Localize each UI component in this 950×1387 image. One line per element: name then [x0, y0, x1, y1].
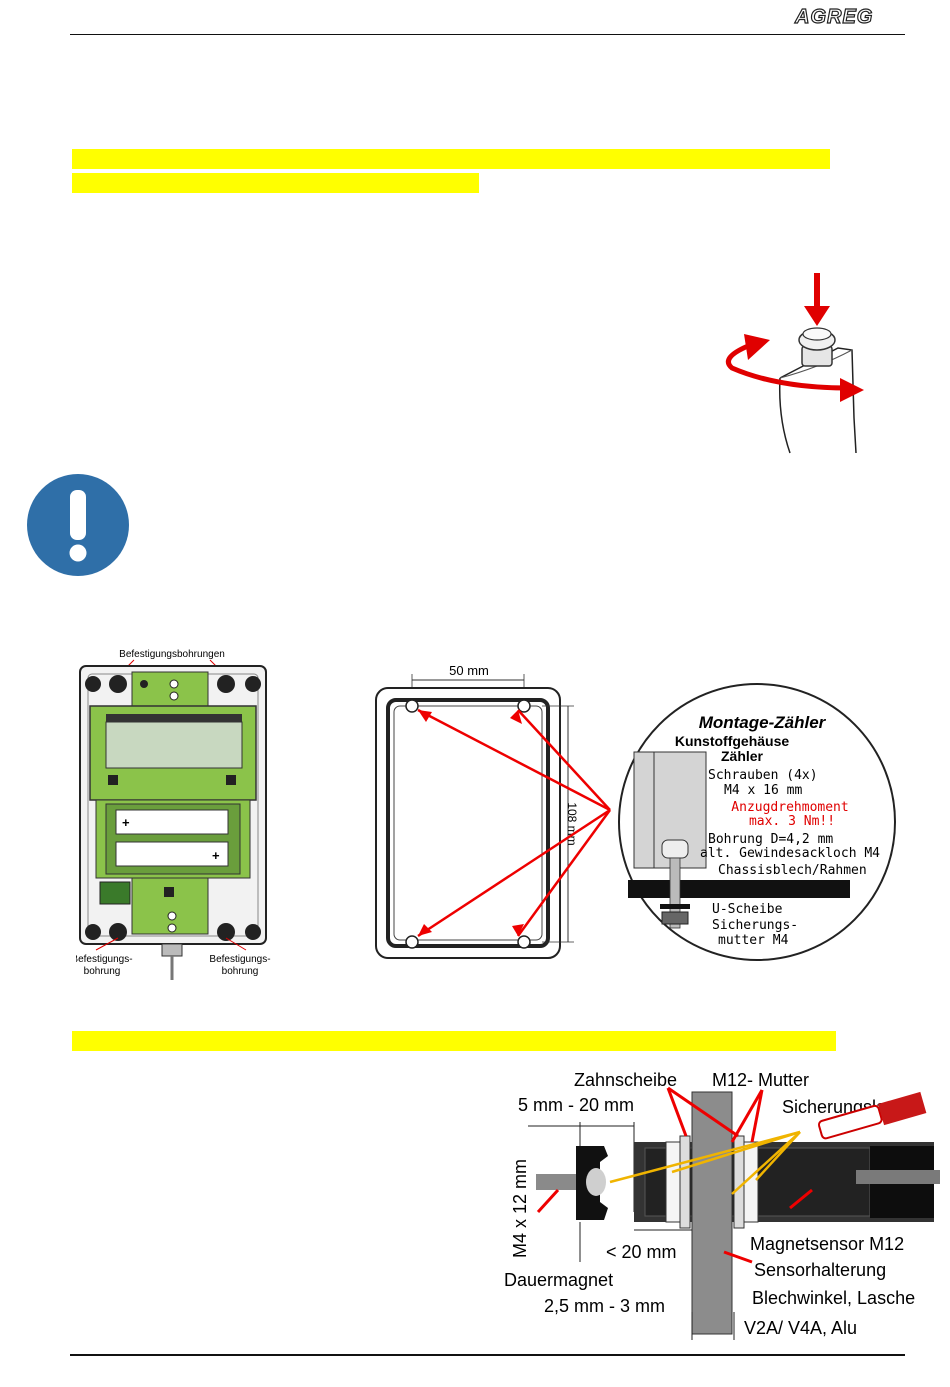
dim-width: 50 mm: [449, 663, 489, 678]
mount-screws-1: Schrauben (4x): [708, 768, 818, 783]
footer-rule: [70, 1354, 905, 1356]
screw-tighten-illustration: [726, 273, 864, 454]
sensor-material: V2A/ V4A, Alu: [744, 1318, 857, 1338]
case-mounting-diagram: 50 mm 108 mm Montage-Zähler Kunstoffgehä…: [375, 663, 896, 961]
sensor-dist: < 20 mm: [606, 1242, 677, 1262]
battery-plus-2: +: [212, 848, 220, 863]
magnet-sensor-diagram: Zahnscheibe M12- Mutter 5 mm - 20 mm Sic…: [504, 1070, 940, 1340]
label-mounting-hole-left-1: Befestigungs-: [76, 954, 133, 965]
sensor-screw: M4 x 12 mm: [510, 1159, 530, 1258]
mount-nut-1: Sicherungs-: [712, 918, 798, 933]
mount-title: Montage-Zähler: [699, 713, 827, 732]
mount-torque-1: Anzugdrehmoment: [731, 800, 848, 815]
highlight-bar-2: [72, 173, 479, 193]
label-mounting-hole-right-1: Befestigungs-: [209, 954, 270, 965]
mount-bore-1: Bohrung D=4,2 mm: [708, 832, 833, 847]
mount-screws-2: M4 x 16 mm: [724, 783, 802, 798]
pcb-mounting-diagram: Befestigungsbohrungen + + Befestigungs- …: [76, 649, 271, 980]
highlight-bar-1: [72, 149, 830, 169]
mount-bore-2: alt. Gewindesackloch M4: [700, 846, 880, 861]
sensor-thickness: 2,5 mm - 3 mm: [544, 1296, 665, 1316]
sensor-toothed-washer: Zahnscheibe: [574, 1070, 677, 1090]
highlight-bar-3: [72, 1031, 836, 1051]
dim-height: 108 mm: [565, 802, 579, 845]
mount-housing-2: Zähler: [721, 748, 764, 764]
sensor-bracket: Blechwinkel, Lasche: [752, 1288, 915, 1308]
label-mounting-hole-left-2: bohrung: [84, 966, 121, 977]
mount-nut-2: mutter M4: [718, 933, 789, 948]
battery-plus-1: +: [122, 815, 130, 830]
sensor-nut: M12- Mutter: [712, 1070, 809, 1090]
mount-bore-3: Chassisblech/Rahmen: [718, 863, 867, 878]
sensor-sensor: Magnetsensor M12: [750, 1234, 904, 1254]
mount-washer: U-Scheibe: [712, 902, 783, 917]
brand-logo: AGREG: [794, 5, 874, 28]
mount-torque-2: max. 3 Nm!!: [749, 814, 835, 829]
sensor-holder: Sensorhalterung: [754, 1260, 886, 1280]
mount-housing-1: Kunstoffgehäuse: [675, 733, 790, 749]
sensor-gap: 5 mm - 20 mm: [518, 1095, 634, 1115]
header-rule: [70, 34, 905, 35]
label-mounting-holes: Befestigungsbohrungen: [119, 649, 225, 660]
sensor-magnet: Dauermagnet: [504, 1270, 613, 1290]
label-mounting-hole-right-2: bohrung: [222, 966, 259, 977]
mandatory-action-icon: [27, 474, 129, 576]
